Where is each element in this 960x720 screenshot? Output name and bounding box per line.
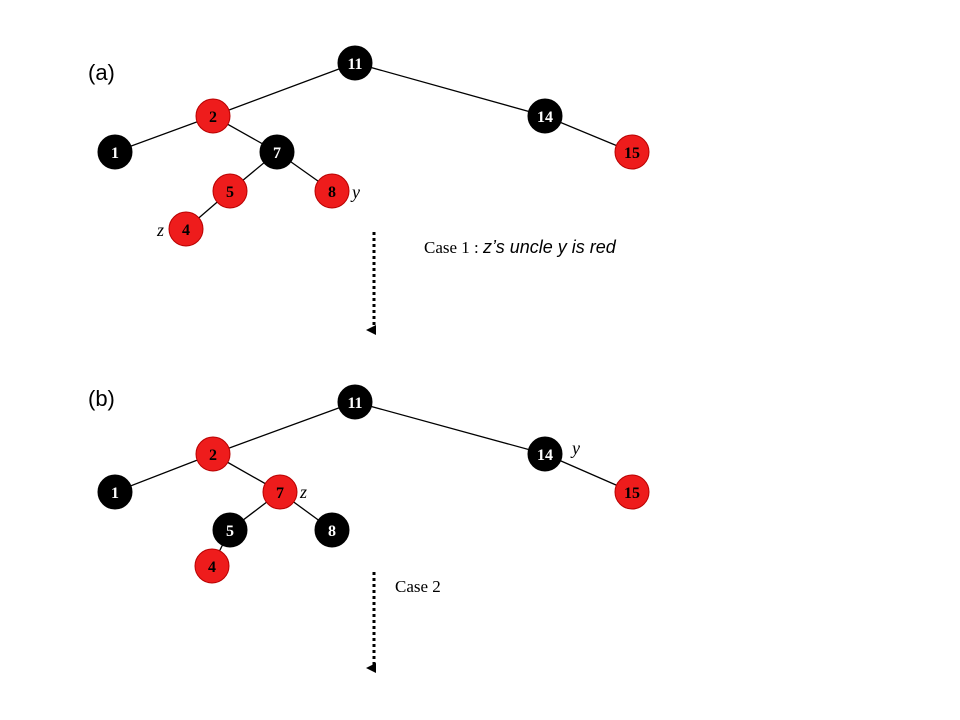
edge-11-2 <box>212 401 356 455</box>
edge-2-1 <box>114 453 214 493</box>
node-key-label: 8 <box>328 523 336 540</box>
tree-node: 8 <box>314 512 350 548</box>
uncle-y-label: y <box>350 182 360 202</box>
panel-b-label: (b) <box>88 386 115 411</box>
panel-b: (b) 11 2 14 1 7 <box>88 384 650 673</box>
tree-node: 4 <box>168 211 204 247</box>
edge-11-14 <box>354 401 546 455</box>
tree-node: 1 <box>97 134 133 170</box>
tree-node: 7 <box>259 134 295 170</box>
node-key-label: 11 <box>347 395 362 412</box>
case-1-caption: Case 1 : z’s uncle y is red <box>424 237 617 257</box>
node-key-label: 8 <box>328 184 336 201</box>
node-key-label: 11 <box>347 56 362 73</box>
node-key-label: 14 <box>537 447 553 464</box>
node-z-label: z <box>156 220 164 240</box>
panel-a-label: (a) <box>88 60 115 85</box>
tree-node: 15 <box>614 134 650 170</box>
node-key-label: 4 <box>208 559 216 576</box>
tree-node: 5 <box>212 173 248 209</box>
node-key-label: 7 <box>276 485 284 502</box>
tree-node: 8 <box>314 173 350 209</box>
tree-node: 11 <box>337 384 373 420</box>
tree-node: 15 <box>614 474 650 510</box>
tree-node: 1 <box>97 474 133 510</box>
case-1-caption-emphasis: z’s uncle y is red <box>482 237 617 257</box>
tree-node: 5 <box>212 512 248 548</box>
case-1-caption-prefix: Case 1 : <box>424 238 483 257</box>
node-key-label: 2 <box>209 447 217 464</box>
tree-node: 14 <box>527 436 563 472</box>
tree-node: 11 <box>337 45 373 81</box>
node-key-label: 4 <box>182 222 190 239</box>
node-key-label: 2 <box>209 109 217 126</box>
node-key-label: 1 <box>111 145 119 162</box>
node-key-label: 5 <box>226 523 234 540</box>
node-key-label: 14 <box>537 109 553 126</box>
panel-a: (a) 11 2 14 1 7 <box>88 45 650 335</box>
tree-node: 2 <box>195 98 231 134</box>
node-key-label: 15 <box>624 485 640 502</box>
node-key-label: 5 <box>226 184 234 201</box>
node-key-label: 15 <box>624 145 640 162</box>
node-key-label: 7 <box>273 145 281 162</box>
tree-node: 14 <box>527 98 563 134</box>
tree-node: 2 <box>195 436 231 472</box>
edge-11-14 <box>354 62 546 117</box>
case-2-caption: Case 2 <box>395 577 441 596</box>
node-z-label: z <box>299 482 307 502</box>
edge-11-2 <box>212 62 356 117</box>
tree-node: 4 <box>194 548 230 584</box>
tree-node: 7 <box>262 474 298 510</box>
uncle-y-label: y <box>570 438 580 458</box>
node-key-label: 1 <box>111 485 119 502</box>
